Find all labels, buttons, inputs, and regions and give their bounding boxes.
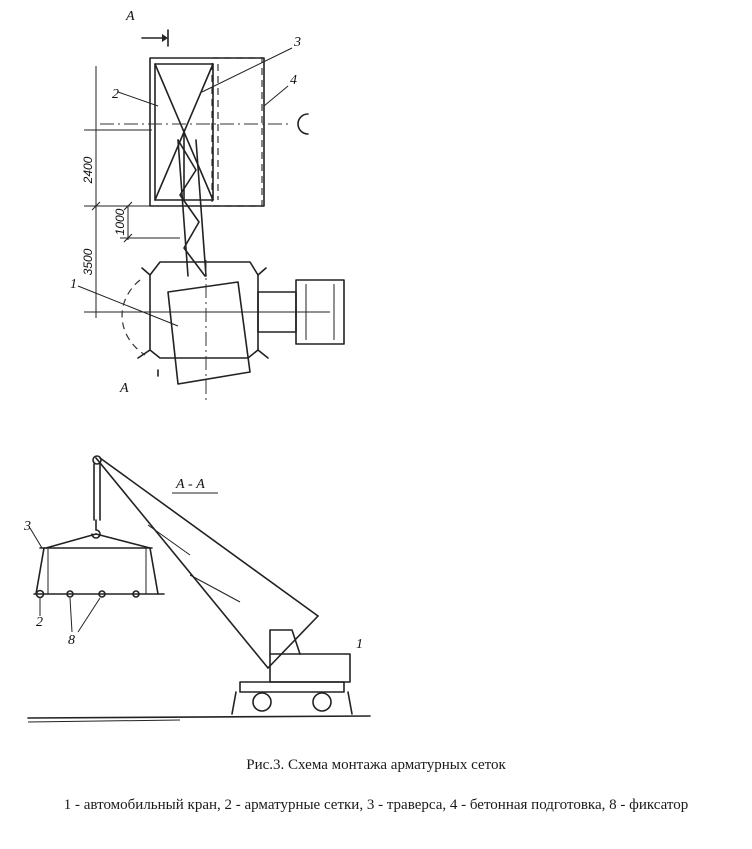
boom-upper-chord — [99, 457, 319, 617]
boom-edge — [177, 139, 189, 277]
figure-caption: Рис.3. Схема монтажа арматурных сеток — [246, 757, 506, 773]
axis-end-mark — [297, 113, 309, 135]
boom-edge — [195, 139, 207, 277]
ground-line — [27, 715, 371, 719]
plan-view: A 2400 1000 3500 — [70, 9, 345, 400]
label-crane-plan: 1 — [70, 277, 77, 292]
section-view: А - А — [23, 455, 371, 723]
turntable-arc — [121, 279, 146, 356]
dim-reach: 3500 — [81, 248, 95, 275]
outrigger — [141, 267, 151, 276]
leader-line — [69, 597, 73, 633]
boom-lower-chord — [95, 457, 269, 669]
crane-chassis — [239, 681, 345, 693]
outrigger-leg — [347, 691, 353, 715]
outrigger — [257, 349, 269, 359]
label-traverse-section: 3 — [23, 519, 31, 534]
label-concrete-prep: 4 — [290, 73, 297, 88]
boom-lattice — [189, 574, 241, 603]
leader-line — [117, 91, 159, 107]
leader-line — [263, 85, 289, 107]
label-traverse: 3 — [293, 35, 301, 50]
section-arrowhead-top — [162, 34, 168, 42]
label-fixator: 8 — [68, 633, 75, 648]
crane-cab-section — [269, 629, 301, 655]
fixator — [66, 590, 74, 598]
crane-cab-plan — [167, 281, 251, 385]
outrigger — [257, 267, 267, 276]
boom-lattice — [147, 524, 191, 556]
section-title: А - А — [175, 477, 205, 492]
leader-line — [77, 285, 179, 327]
sling — [95, 533, 151, 549]
leader-line — [29, 527, 43, 549]
boom-head-pulley — [92, 455, 102, 465]
section-mark-top: A — [125, 9, 135, 24]
dimension-tick — [91, 201, 101, 211]
wheel — [252, 692, 272, 712]
section-mark-bottom: A — [119, 381, 129, 396]
fixator — [132, 590, 140, 598]
fixator — [98, 590, 106, 598]
label-mesh: 2 — [112, 87, 119, 102]
leader-line — [77, 597, 101, 633]
sling — [45, 533, 97, 549]
label-mesh-section: 2 — [36, 615, 43, 630]
carrier-cabin — [295, 279, 345, 345]
boom-heel — [267, 615, 319, 669]
installation-diagram: A 2400 1000 3500 — [23, 9, 371, 723]
wheel — [312, 692, 332, 712]
dim-mesh-length: 2400 — [81, 156, 95, 184]
crane-superstructure — [269, 653, 351, 683]
leader-line — [201, 47, 293, 93]
fixator — [35, 589, 45, 599]
boom-lattice — [177, 139, 206, 277]
sling — [149, 547, 159, 595]
dim-overlap: 1000 — [113, 208, 127, 235]
concrete-preparation-outline — [211, 57, 263, 207]
hook — [91, 519, 101, 539]
figure-legend: 1 - автомобильный кран, 2 - арматурные с… — [63, 797, 689, 813]
outrigger — [137, 349, 151, 359]
mesh-outline — [149, 57, 265, 207]
sling — [35, 547, 45, 595]
outrigger-leg — [231, 691, 237, 715]
label-crane-section: 1 — [356, 637, 363, 652]
ground-line — [27, 719, 181, 723]
